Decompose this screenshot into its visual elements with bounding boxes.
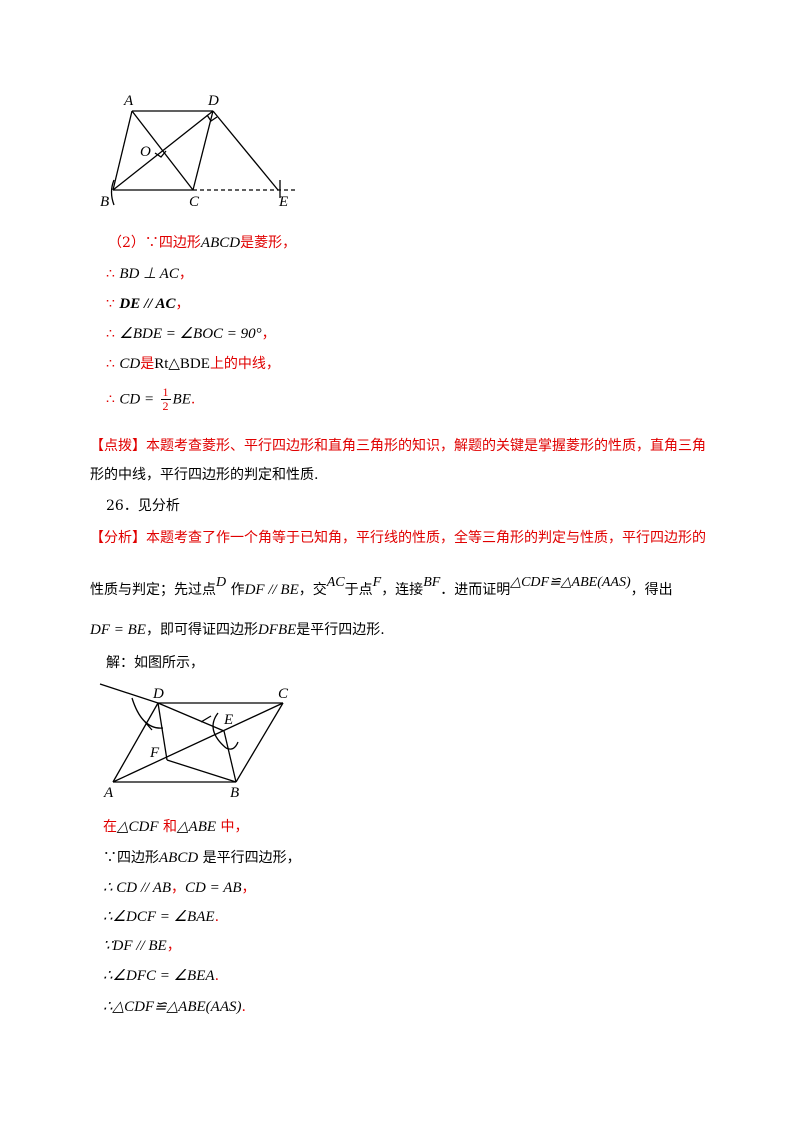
label-D: D — [207, 93, 219, 109]
q26-analysis-line3: DF = BE，即可得证四边形DFBE是平行四边形. — [90, 622, 385, 638]
q26-solution: 解：如图所示， — [106, 655, 204, 671]
proof-line5: ∵DF // BE， — [103, 938, 181, 954]
label-C: C — [189, 194, 200, 210]
proof-line1: 在△CDF 和△ABE 中， — [103, 819, 249, 835]
part2-line3: ∵ DE // AC， — [106, 296, 190, 312]
label-A: A — [123, 93, 134, 109]
q26-analysis-line1: 【分析】本题考查了作一个角等于已知角，平行线的性质，全等三角形的判定与性质，平行… — [90, 530, 706, 546]
part2-line2: ∴ BD ⊥ AC， — [106, 266, 193, 282]
label-B: B — [100, 194, 109, 210]
label-E: E — [278, 194, 288, 210]
proof-line4: ∴∠DCF = ∠BAE. — [103, 909, 220, 925]
part2-line1: （2）∵四边形ABCD是菱形， — [108, 235, 297, 251]
proof-line6: ∴∠DFC = ∠BEA. — [103, 968, 220, 984]
label2-D: D — [152, 686, 164, 702]
label2-A: A — [103, 785, 114, 800]
proof-line3: ∴ CD // AB，CD = AB， — [103, 880, 256, 896]
dianbo-line1: 【点拨】本题考查菱形、平行四边形和直角三角形的知识，解题的关键是掌握菱形的性质，… — [90, 438, 706, 454]
label2-C: C — [278, 686, 289, 702]
dianbo-line2: 形的中线，平行四边形的判定和性质. — [90, 467, 319, 483]
proof-line2: ∵四边形ABCD 是平行四边形， — [103, 850, 301, 866]
label2-E: E — [223, 712, 233, 728]
q26-header: 26．见分析 — [106, 498, 180, 514]
q26-analysis-line2: 性质与判定；先过点D 作DF // BE，交AC于点F，连接BF．进而证明△CD… — [90, 575, 673, 598]
part2-line4: ∴ ∠BDE = ∠BOC = 90°， — [106, 326, 276, 342]
figure-parallelogram: D C E F A B — [99, 683, 289, 800]
label2-F: F — [149, 745, 160, 761]
figure-rhombus: A D O B C E — [100, 93, 296, 210]
proof-line7: ∴△CDF≌△ABE(AAS). — [103, 999, 246, 1015]
part2-line5: ∴ CD是Rt△BDE上的中线， — [106, 356, 280, 372]
label2-B: B — [230, 785, 239, 800]
label-O: O — [140, 144, 151, 160]
